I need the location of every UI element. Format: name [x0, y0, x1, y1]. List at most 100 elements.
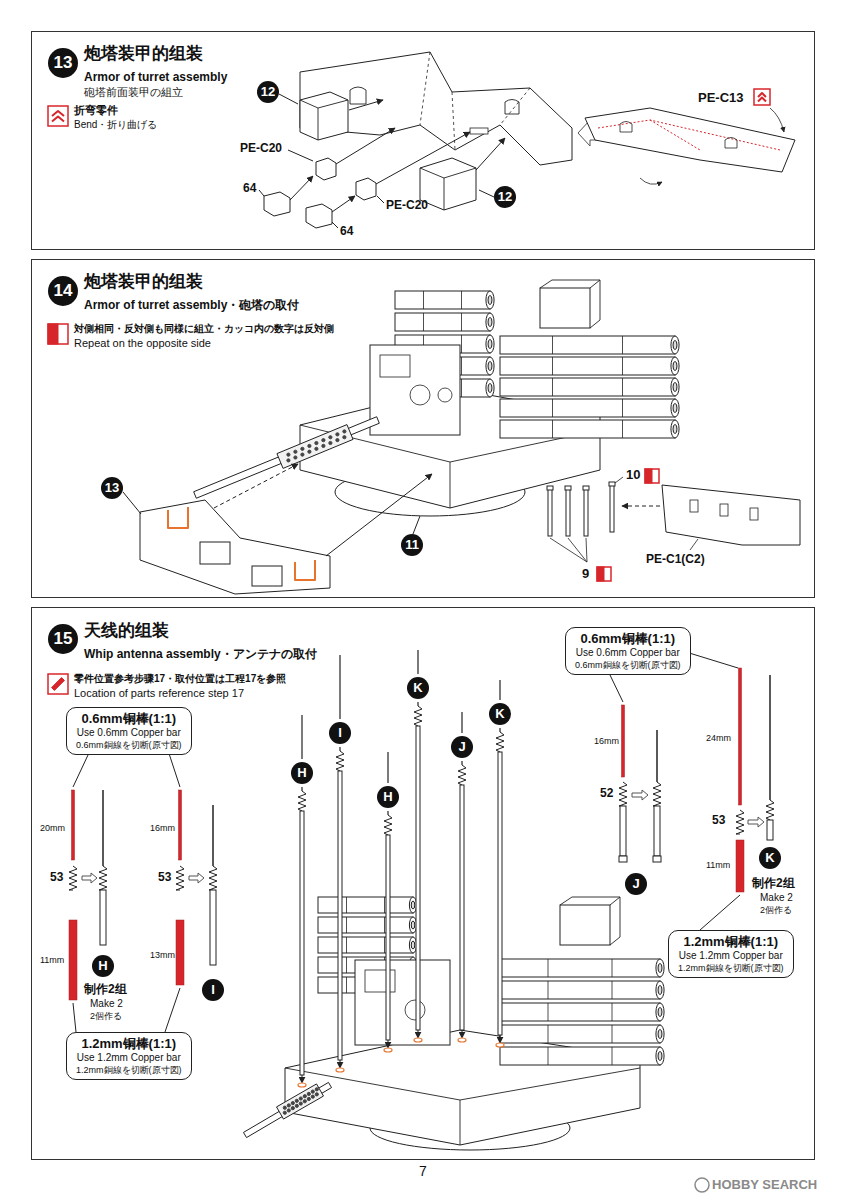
- launcher-tube: [500, 1025, 660, 1043]
- etched-sheet: [300, 52, 572, 165]
- line-art: [302, 1075, 303, 1083]
- spring-base: [298, 791, 306, 811]
- line-art: [287, 453, 290, 456]
- callout-letter: K: [489, 703, 511, 725]
- line-art: [303, 1095, 306, 1098]
- spring-base: [619, 782, 627, 806]
- launcher-tube: [500, 399, 675, 417]
- bubble-text: 1.2mm銅線を切断(原寸図): [678, 963, 784, 974]
- part-label: Repeat on the opposite side: [74, 337, 211, 350]
- callout-text: H: [297, 765, 306, 781]
- repeat-icon: [645, 469, 652, 483]
- callout-letter: H: [291, 762, 313, 784]
- line-art: [259, 190, 264, 196]
- part-label: 11mm: [40, 955, 64, 966]
- line-art: [322, 444, 325, 447]
- leader-line: [170, 755, 181, 787]
- mount-hole: [496, 1043, 504, 1047]
- line-art: [612, 1047, 613, 1065]
- line-art: [336, 128, 395, 164]
- callout-letter: I: [202, 979, 224, 1001]
- line-art: [283, 1106, 286, 1109]
- leader-line: [73, 1003, 76, 1032]
- launcher-tube: [395, 291, 490, 309]
- line-art: [291, 1102, 294, 1105]
- barrel-jacket: [277, 1084, 324, 1119]
- line-art: [315, 1088, 318, 1091]
- tube-end: [486, 379, 494, 397]
- line-art: [548, 1025, 549, 1043]
- antenna-base: [498, 752, 502, 1035]
- hollow-arrow: [82, 873, 97, 883]
- bend-icon: [758, 97, 766, 101]
- tube-end: [656, 981, 664, 999]
- part-label: Location of parts reference step 17: [74, 687, 244, 700]
- sensor-box: [560, 905, 610, 945]
- line-art: [548, 1003, 549, 1021]
- line-art: [410, 385, 430, 405]
- armor-plate: [140, 500, 330, 594]
- pin-10: [609, 482, 615, 486]
- tube-end: [671, 378, 679, 396]
- line-art: [388, 1040, 389, 1048]
- tube-end: [486, 291, 494, 309]
- copper-bar-cut: [739, 668, 742, 805]
- line-art: [295, 1099, 298, 1102]
- antenna-base: [300, 811, 304, 1075]
- part-label: 2個作る: [90, 1011, 122, 1022]
- callout-text: J: [632, 876, 639, 892]
- whip-antenna: [339, 655, 340, 719]
- leader-line: [610, 675, 623, 702]
- callout-text: I: [338, 725, 342, 741]
- gun-mount: [355, 960, 450, 1045]
- pin-9: [547, 486, 553, 490]
- line-art: [598, 120, 780, 150]
- step-number: 13: [48, 48, 78, 78]
- pin-10: [610, 484, 614, 532]
- bend-icon: [52, 111, 64, 116]
- callout-text: 14: [54, 281, 73, 301]
- bubble-text: Use 0.6mm Copper bar: [575, 647, 681, 660]
- line-art: [346, 977, 347, 993]
- part-12: [200, 542, 230, 564]
- bubble-text: 0.6mm銅線を切断(原寸図): [575, 660, 681, 671]
- line-art: [308, 444, 311, 447]
- part-label: 対側相同・反対側も同様に組立・カッコ内の数字は反対側: [74, 323, 334, 335]
- mount-hole: [298, 1083, 306, 1087]
- line-art: [770, 108, 784, 132]
- line-art: [690, 500, 698, 512]
- antenna-base: [416, 726, 420, 1030]
- bubble-text: 0.6mm铜棒(1:1): [76, 711, 182, 727]
- step-subheading: Armor of turret assembly・砲塔の取付: [84, 298, 299, 312]
- line-art: [329, 441, 332, 444]
- step-subheading: 砲塔前面装甲の組立: [84, 86, 183, 99]
- line-art: [500, 1035, 501, 1043]
- line-art: [315, 441, 318, 444]
- line-art: [346, 917, 347, 933]
- step-number: 14: [48, 276, 78, 306]
- tube-end: [486, 313, 494, 331]
- antenna-k: [767, 820, 773, 840]
- part-label: 制作2组: [752, 876, 795, 890]
- antenna-j: [653, 856, 661, 862]
- antenna-h: [100, 890, 106, 945]
- tube-end: [656, 959, 664, 977]
- callout-bubble: 0.6mm铜棒(1:1)Use 0.6mm Copper bar0.6mm銅線を…: [66, 707, 192, 755]
- spring-base: [496, 732, 504, 752]
- tube-end: [671, 336, 679, 354]
- line-art: [568, 538, 587, 562]
- part-label: PE-C20: [240, 141, 282, 155]
- callout-text: I: [211, 982, 215, 998]
- line-art: [612, 981, 613, 999]
- callout-text: 13: [54, 53, 73, 73]
- spring-base: [336, 751, 344, 771]
- callout-letter: J: [451, 736, 473, 758]
- part-label: 11mm: [706, 860, 730, 871]
- gun-barrel: [194, 417, 380, 498]
- part-12: [252, 566, 282, 586]
- line-art: [295, 560, 315, 580]
- line-art: [287, 1109, 290, 1112]
- line-art: [123, 492, 141, 514]
- antenna-j: [656, 730, 658, 782]
- antenna-base: [338, 771, 342, 1060]
